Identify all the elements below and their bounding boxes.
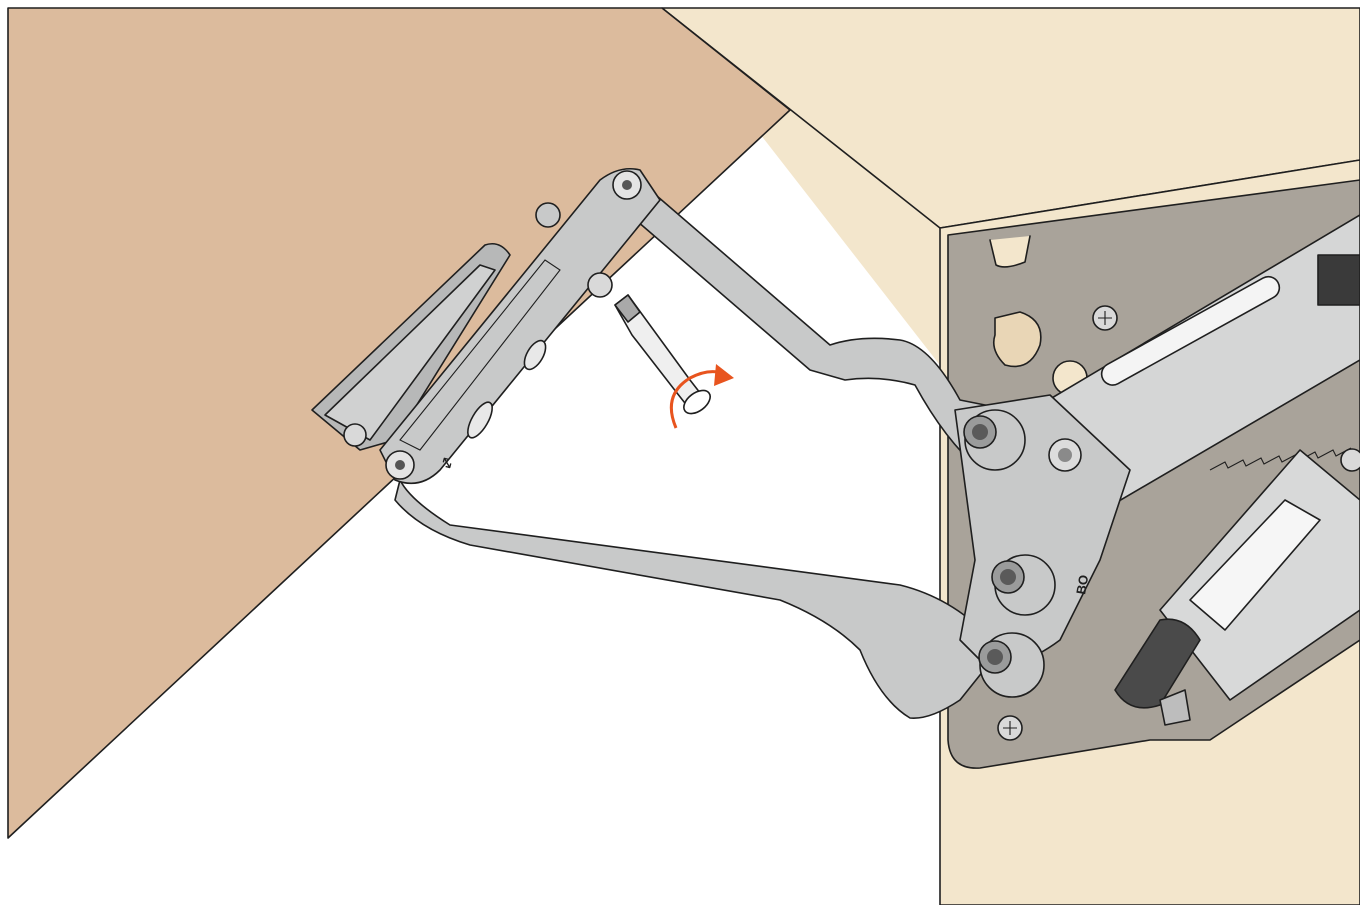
pivot-bolt — [978, 632, 1045, 698]
adjustment-nut — [1048, 438, 1082, 472]
phillips-screw-icon — [997, 715, 1023, 741]
door-hinge-bracket — [311, 167, 661, 485]
rail-slot — [1100, 275, 1281, 386]
phillips-screw-icon — [1340, 448, 1360, 472]
pivot-rivet — [612, 170, 642, 200]
pivot-rivet — [385, 450, 415, 480]
plate-bracket-clip — [992, 311, 1042, 368]
spring-mechanism-rail — [1039, 214, 1360, 516]
bracket-slot — [523, 339, 547, 371]
gas-spring — [1114, 449, 1360, 726]
rail-teeth — [1209, 447, 1352, 471]
phillips-screw-icon — [1092, 305, 1118, 331]
bracket-slot — [467, 401, 493, 439]
rotation-arrow-icon — [669, 364, 734, 429]
rail-end-cap — [1317, 254, 1360, 306]
plate-marking: BO — [1073, 574, 1091, 596]
pivot-bolt — [991, 554, 1056, 616]
plate-slot-top — [989, 235, 1031, 268]
pivot-bolt — [963, 409, 1026, 471]
damper-cylinder — [1114, 618, 1201, 709]
lower-arm — [394, 479, 1001, 719]
